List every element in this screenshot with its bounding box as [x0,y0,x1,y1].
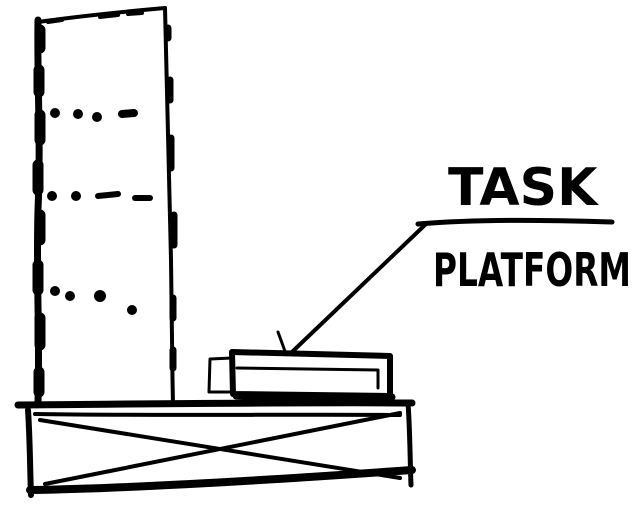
label-group: TASK PLATFORM [418,158,631,297]
label-underline [418,220,612,224]
foundation-left [28,410,31,495]
tower-left-wall-dashes [38,30,40,392]
foundation [18,403,412,495]
foundation-right [408,403,411,485]
tower [37,8,174,405]
tower-floor-line-1 [50,108,134,122]
tower-right-wall [165,8,173,405]
label-platform: PLATFORM [433,243,631,297]
tower-floor-line-3 [50,286,137,315]
foundation-top [18,403,412,405]
platform-base-line [236,396,392,399]
tower-floor-line-2 [47,191,150,201]
label-leader-line [292,223,427,352]
platform-inner-line [237,368,378,388]
label-task: TASK [448,158,599,218]
foundation-bottom [30,470,412,490]
foundation-inner-top [35,414,400,415]
platform-body [232,352,390,396]
